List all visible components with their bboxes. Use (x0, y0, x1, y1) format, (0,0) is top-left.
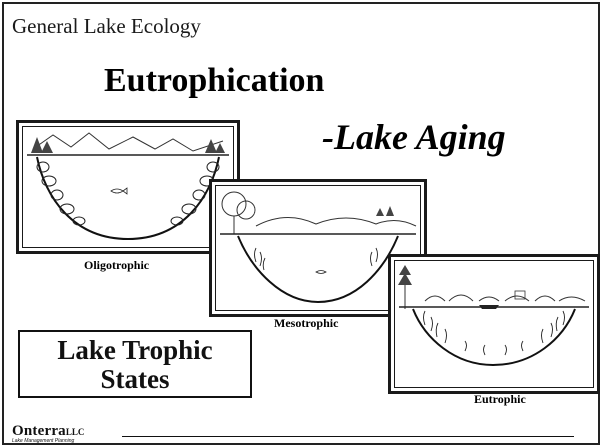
onterra-logo: OnterraLLC Lake Management Planning (12, 422, 84, 440)
oligotrophic-caption: Oligotrophic (84, 258, 149, 273)
slide-topic: General Lake Ecology (12, 14, 201, 39)
mesotrophic-caption: Mesotrophic (274, 316, 338, 331)
box-label-line-1: Lake Trophic (20, 336, 250, 365)
lake-trophic-states-label: Lake Trophic States (18, 330, 252, 398)
oligotrophic-illustration-frame (16, 120, 240, 254)
oligotrophic-lake-illustration (23, 127, 233, 247)
logo-name: Onterra (12, 423, 66, 439)
eutrophic-caption: Eutrophic (474, 392, 526, 407)
slide-title: Eutrophication (104, 62, 324, 100)
footer-divider (122, 436, 574, 437)
eutrophic-illustration-frame (388, 254, 600, 394)
logo-tagline: Lake Management Planning (12, 438, 74, 444)
eutrophic-lake-illustration (395, 261, 593, 387)
box-label-line-2: States (20, 365, 250, 394)
logo-llc: LLC (66, 427, 85, 437)
slide-subtitle: -Lake Aging (322, 116, 506, 158)
